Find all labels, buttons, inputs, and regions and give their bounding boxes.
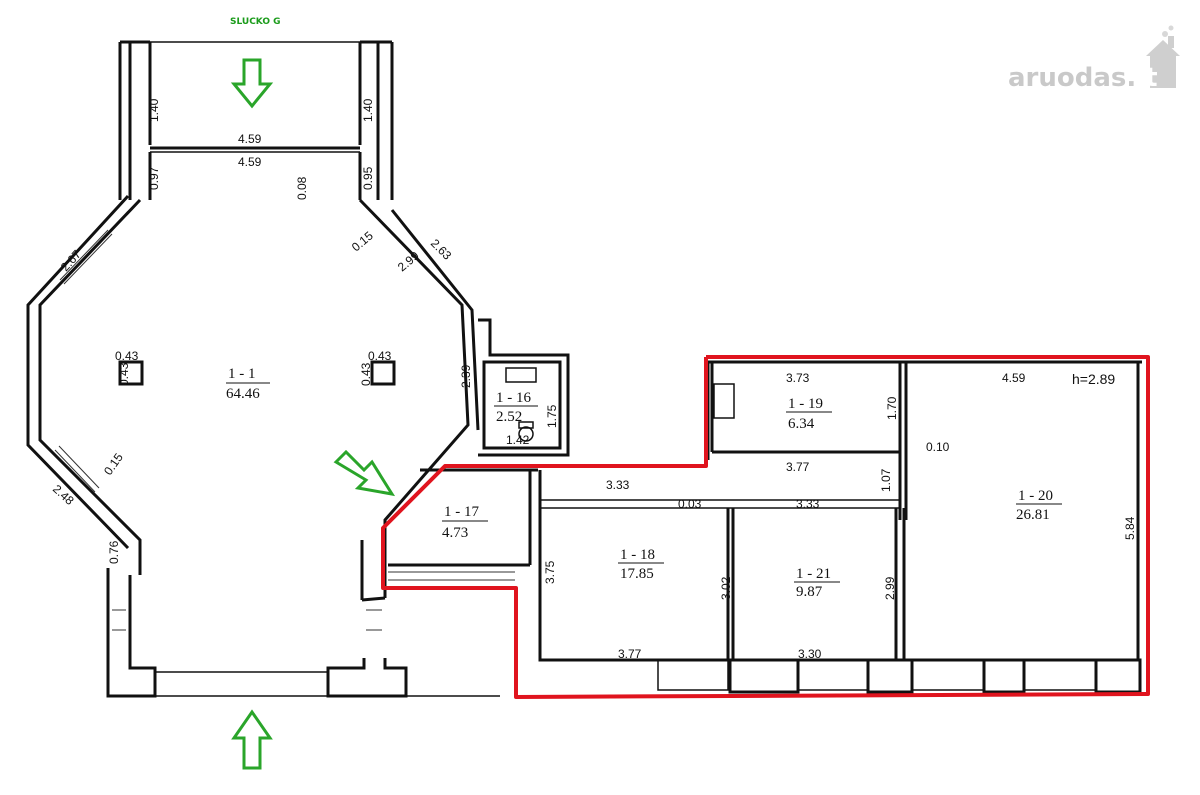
dim-3-75: 3.75: [543, 560, 557, 584]
column-right: [370, 360, 396, 386]
ceiling-height-label: h=2.89: [1072, 371, 1115, 387]
room-1-16-walls: [478, 318, 570, 457]
dim-1-07: 1.07: [879, 468, 893, 492]
watermark-text: aruodas.lt: [1008, 63, 1158, 93]
dim-0-03: 0.03: [678, 497, 702, 511]
dim-3-33-b: 3.33: [796, 497, 820, 511]
dim-5-84: 5.84: [1123, 516, 1137, 540]
street-label: SLUCKO G: [230, 17, 281, 27]
dim-0-43-b: 0.43: [117, 362, 131, 386]
aruodas-house-icon: [1146, 25, 1180, 88]
dim-0-10: 0.10: [926, 440, 950, 454]
dim-3-30: 3.30: [798, 647, 822, 661]
room-label-1-20: 1 - 20 26.81: [1016, 488, 1062, 523]
dim-2-99-diag: 2.99: [395, 248, 422, 274]
svg-text:1 - 16: 1 - 16: [496, 390, 531, 406]
svg-text:1 - 20: 1 - 20: [1018, 488, 1053, 504]
dim-3-33-a: 3.33: [606, 478, 630, 492]
dim-2-39: 2.39: [459, 364, 473, 388]
dim-4-59-r20: 4.59: [1002, 371, 1026, 385]
right-rooms-walls: [388, 360, 1142, 694]
dim-3-77-bottom: 3.77: [618, 647, 642, 661]
svg-text:1 - 19: 1 - 19: [788, 396, 823, 412]
dim-4-59-a: 4.59: [238, 132, 262, 146]
dim-2-48: 2.48: [50, 482, 77, 508]
dim-3-77-mid: 3.77: [786, 460, 810, 474]
dim-0-43-a: 0.43: [115, 349, 139, 363]
dim-2-99-r21: 2.99: [883, 576, 897, 600]
dim-3-73: 3.73: [786, 371, 810, 385]
dim-0-97: 0.97: [147, 166, 161, 190]
dim-1-42: 1.42: [506, 433, 530, 447]
room-1-1-walls: [26, 40, 500, 698]
dim-1-70: 1.70: [885, 396, 899, 420]
room-label-1-21: 1 - 21 9.87: [794, 566, 840, 600]
svg-text:17.85: 17.85: [620, 566, 654, 582]
room-label-1-17: 1 - 17 4.73: [442, 504, 488, 541]
dim-0-43-d: 0.43: [359, 362, 373, 386]
dim-0-95: 0.95: [361, 166, 375, 190]
dim-1-40-right: 1.40: [361, 98, 375, 122]
svg-text:1 - 17: 1 - 17: [444, 504, 479, 520]
entrance-arrow-bottom: [231, 709, 273, 770]
dim-0-08: 0.08: [295, 176, 309, 200]
dim-0-15-upper: 0.15: [349, 228, 376, 254]
entrance-arrow-top: [230, 58, 274, 109]
room-label-1-16: 1 - 16 2.52: [494, 390, 538, 425]
dimension-labels: 1.40 1.40 4.59 4.59 0.08 0.97 0.95 2.67 …: [50, 98, 1137, 661]
svg-text:1 - 18: 1 - 18: [620, 547, 655, 563]
entrance-arrow-side: [333, 449, 396, 497]
room-label-1-18: 1 - 18 17.85: [618, 547, 664, 582]
svg-text:1 - 1: 1 - 1: [228, 366, 256, 382]
svg-text:26.81: 26.81: [1016, 507, 1050, 523]
dim-0-76: 0.76: [107, 540, 121, 564]
svg-text:64.46: 64.46: [226, 386, 260, 402]
room-label-1-19: 1 - 19 6.34: [786, 396, 832, 432]
sink-icon: [505, 367, 537, 383]
boiler-icon: [713, 383, 735, 419]
dim-0-15-lower: 0.15: [101, 450, 126, 477]
watermark: aruodas.lt: [1008, 25, 1180, 93]
toilet-icon: [518, 421, 534, 442]
column-left: [118, 360, 144, 386]
dim-1-40-left: 1.40: [147, 98, 161, 122]
dim-4-59-b: 4.59: [238, 155, 262, 169]
svg-text:6.34: 6.34: [788, 416, 815, 432]
room-label-1-1: 1 - 1 64.46: [226, 366, 270, 402]
svg-text:9.87: 9.87: [796, 584, 823, 600]
dim-0-43-c: 0.43: [368, 349, 392, 363]
highlight-outline: [381, 355, 1150, 699]
svg-text:1 - 21: 1 - 21: [796, 566, 831, 582]
dim-1-75: 1.75: [545, 404, 559, 428]
svg-text:4.73: 4.73: [442, 525, 468, 541]
svg-text:2.52: 2.52: [496, 409, 522, 425]
dim-3-02: 3.02: [719, 576, 733, 600]
